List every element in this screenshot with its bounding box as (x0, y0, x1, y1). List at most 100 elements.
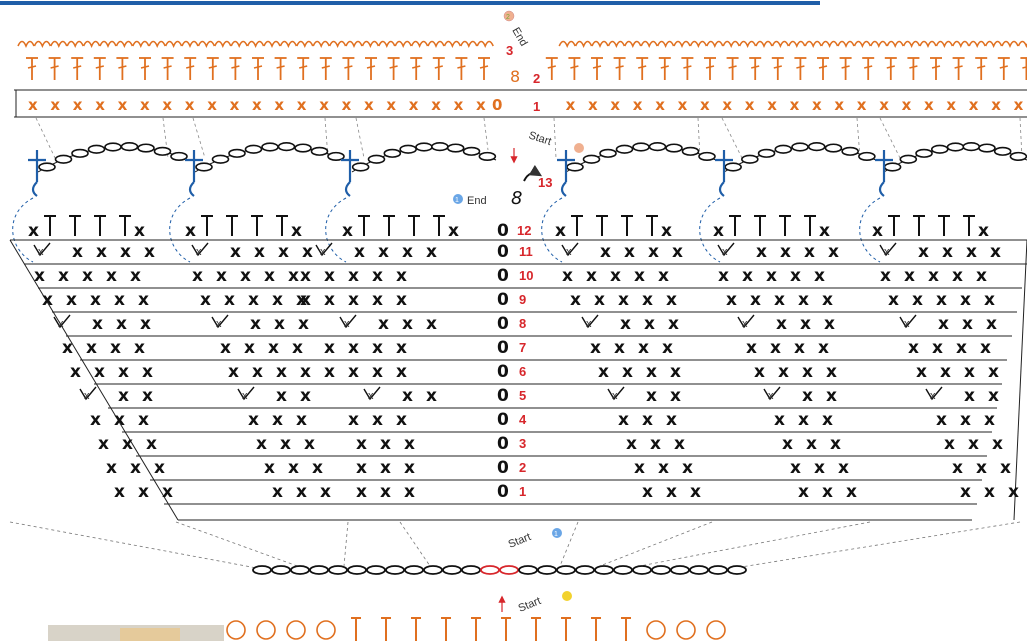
body-single-crochet: x (274, 314, 285, 334)
body-single-crochet: x (888, 290, 899, 310)
body-single-crochet: x (668, 314, 679, 334)
body-start-marker-dot (552, 528, 562, 538)
body-single-crochet: x (140, 314, 151, 334)
border-slip-stitch-1: 0 (492, 96, 502, 114)
border-scallop (181, 40, 199, 48)
border-tall-stitch-bar (434, 65, 443, 69)
body-single-crochet: x (674, 434, 685, 454)
body-single-crochet: x (964, 362, 975, 382)
increase-stitch (581, 314, 599, 329)
border-tall-stitch-bar (457, 65, 466, 69)
body-single-crochet: x (372, 338, 383, 358)
border-scallop (722, 40, 740, 48)
body-single-crochet: x (276, 362, 287, 382)
border-single-crochet: x (678, 96, 688, 114)
body-single-crochet: x (634, 266, 645, 286)
body-single-crochet: x (70, 362, 81, 382)
body-single-crochet: x (348, 410, 359, 430)
body-single-crochet: x (644, 314, 655, 334)
border-scallop (804, 40, 822, 48)
body-single-crochet: x (778, 362, 789, 382)
body-single-crochet: x (220, 338, 231, 358)
body-row-lines (9, 239, 1027, 521)
border-single-crochet: x (991, 96, 1001, 114)
row12-single-crochet: x (872, 221, 883, 241)
body-single-crochet: x (94, 362, 105, 382)
increase-stitch-x: x (38, 246, 44, 258)
body-single-crochet: x (324, 338, 335, 358)
border-scallop (656, 40, 675, 48)
base-chain-stitch (518, 565, 538, 575)
increase-stitch-x: x (344, 318, 350, 330)
body-single-crochet: x (120, 242, 131, 262)
body-single-crochet: x (938, 314, 949, 334)
body-single-crochet: x (798, 482, 809, 502)
edging-end-marker-number: 1 (455, 197, 459, 204)
body-single-crochet: x (62, 338, 73, 358)
border-tall-stitch-bar (50, 65, 59, 69)
body-single-crochet: x (142, 362, 153, 382)
chain-stitch (774, 144, 793, 154)
increase-stitch (879, 242, 897, 257)
border-tall-stitch-bar (660, 65, 669, 69)
border-tall-stitch-bar (864, 65, 873, 69)
border-single-crochet: x (1014, 96, 1024, 114)
border-scallop (312, 40, 330, 48)
base-guide-line-2 (175, 521, 301, 568)
body-single-crochet: x (932, 338, 943, 358)
body-single-crochet: x (256, 434, 267, 454)
body-start-label: Start (507, 531, 533, 551)
body-single-crochet: x (348, 266, 359, 286)
body-single-crochet: x (942, 242, 953, 262)
base-chain-stitch (575, 565, 595, 575)
chain-stitch (277, 141, 296, 152)
body-single-crochet: x (802, 362, 813, 382)
body-single-crochet: x (756, 242, 767, 262)
border-row-label-1: 1 (533, 99, 540, 114)
border-scallop (574, 40, 593, 48)
body-single-crochet: x (824, 314, 835, 334)
base-chain-stitch (651, 565, 671, 575)
border-scallop (1017, 40, 1027, 48)
border-tall-stitch-bar (886, 65, 895, 69)
body-single-crochet: x (122, 434, 133, 454)
body-slip-stitch: 0 (497, 338, 509, 358)
body-single-crochet: x (402, 386, 413, 406)
border-tall-stitch-bar (638, 65, 647, 69)
body-single-crochet: x (826, 386, 837, 406)
body-single-crochet: x (952, 458, 963, 478)
border-scallop (558, 40, 576, 48)
body-single-crochet: x (378, 242, 389, 262)
chain-stitch (978, 143, 996, 153)
body-single-crochet: x (798, 410, 809, 430)
border-scallop (771, 40, 790, 48)
body-single-crochet: x (962, 314, 973, 334)
border-single-crochet: x (834, 96, 844, 114)
increase-stitch-x: x (904, 318, 910, 330)
chain-stitch (993, 146, 1012, 156)
bottom-scallop (316, 620, 336, 640)
body-single-crochet: x (672, 242, 683, 262)
body-single-crochet: x (960, 410, 971, 430)
body-row-label: 6 (519, 364, 526, 379)
base-guide-line-1 (9, 521, 263, 570)
base-chain-stitch (271, 565, 291, 575)
border-scallop (902, 40, 921, 48)
body-single-crochet: x (966, 242, 977, 262)
border-scallop (853, 40, 872, 48)
body-single-crochet: x (396, 290, 407, 310)
increase-stitch (737, 314, 755, 329)
border-single-crochet: x (566, 96, 576, 114)
guide-line-4 (324, 117, 329, 159)
body-single-crochet: x (142, 386, 153, 406)
row-13-chain-mark: 8 (511, 188, 522, 209)
end-marker-dot (503, 10, 515, 22)
border-single-crochet: x (857, 96, 867, 114)
body-slip-stitch: 0 (497, 386, 509, 406)
guide-line-1 (35, 117, 57, 161)
row-13-turn-arrow (523, 164, 543, 182)
border-scallop (427, 40, 445, 48)
